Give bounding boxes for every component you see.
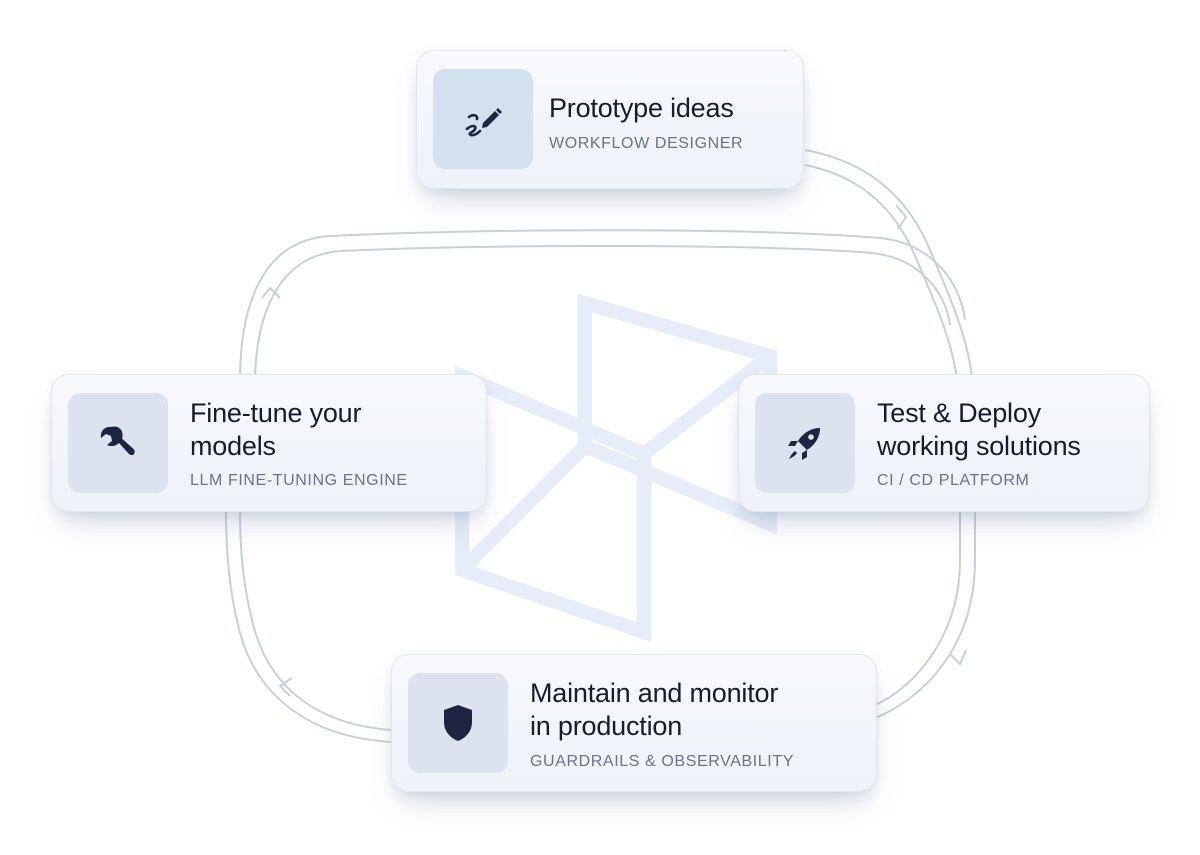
card-title-line: working solutions <box>877 431 1081 461</box>
shield-icon <box>444 705 472 741</box>
central-logo-mark <box>455 293 777 642</box>
card-test-deploy[interactable]: Test & Deploy working solutions CI / CD … <box>738 374 1150 512</box>
card-title-line: Prototype ideas <box>549 93 734 123</box>
cycle-track <box>225 149 976 743</box>
card-subtitle: WORKFLOW DESIGNER <box>549 135 744 152</box>
card-fine-tune-models[interactable]: Fine-tune your models LLM FINE-TUNING EN… <box>51 374 487 512</box>
card-title: Prototype ideas <box>549 92 734 125</box>
card-subtitle: GUARDRAILS & OBSERVABILITY <box>530 753 794 770</box>
card-title-line: Fine-tune your <box>190 398 362 428</box>
wrench-icon <box>100 426 135 456</box>
card-subtitle: LLM FINE-TUNING ENGINE <box>190 472 408 489</box>
card-maintain-monitor[interactable]: Maintain and monitor in production GUARD… <box>391 654 877 792</box>
card-prototype-ideas[interactable]: Prototype ideas WORKFLOW DESIGNER <box>416 50 804 189</box>
card-title-line: models <box>190 431 276 461</box>
direction-arrows <box>261 204 967 697</box>
card-title-line: Test & Deploy <box>877 398 1041 428</box>
card-icon-container <box>408 673 508 773</box>
card-icon-container <box>68 393 168 493</box>
rocket-icon <box>788 428 820 460</box>
card-icon-container <box>433 69 533 169</box>
card-title: Fine-tune your models <box>190 397 361 463</box>
card-icon-container <box>755 393 855 493</box>
card-title: Test & Deploy working solutions <box>877 397 1081 463</box>
pen-icon <box>465 108 502 137</box>
card-title-line: in production <box>530 711 683 741</box>
card-subtitle: CI / CD PLATFORM <box>877 472 1030 489</box>
card-title: Maintain and monitor in production <box>530 677 778 743</box>
card-title-line: Maintain and monitor <box>530 678 779 708</box>
